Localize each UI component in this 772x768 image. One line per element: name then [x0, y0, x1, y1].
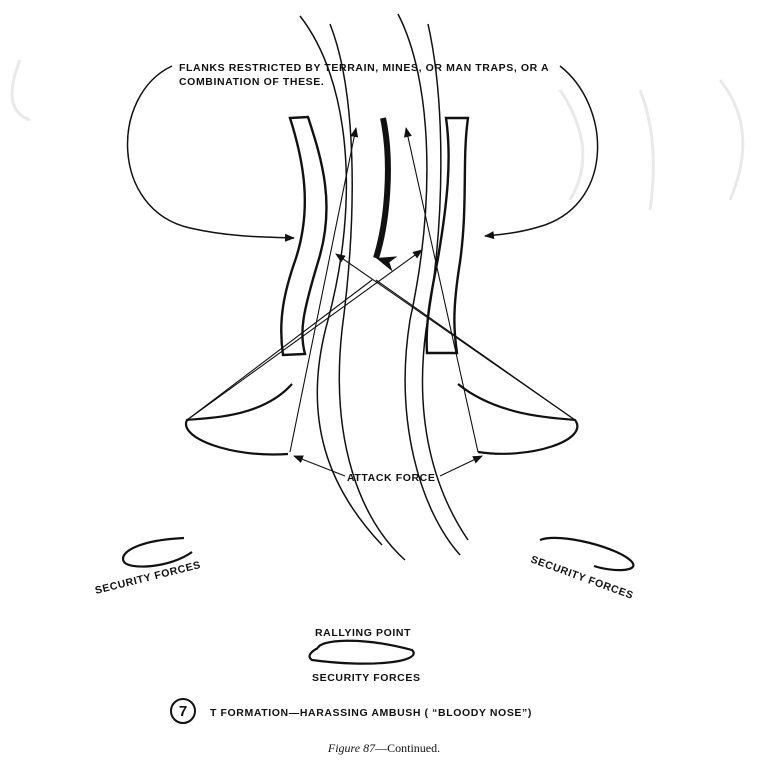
attack-force-right-pointer	[439, 455, 483, 477]
figure-number: 7	[179, 703, 187, 720]
flanks-label-line1: FLANKS RESTRICTED BY TERRAIN, MINES, OR …	[179, 62, 549, 74]
approach-line-1	[299, 15, 383, 546]
attack-force-label: ATTACK FORCE	[347, 472, 435, 484]
right-flank-band	[425, 116, 470, 355]
fields-of-fire	[186, 127, 576, 453]
bleed-through-texture	[10, 59, 745, 211]
figure-number-circle	[170, 698, 196, 724]
rallying-point-position	[308, 639, 415, 665]
security-forces-right-label: SECURITY FORCES	[529, 554, 635, 602]
enemy-direction-arrow	[373, 117, 398, 272]
attack-force-left-pointer	[293, 455, 346, 477]
rallying-point-label: RALLYING POINT	[315, 627, 411, 639]
approach-line-4	[421, 23, 469, 541]
security-forces-left-label: SECURITY FORCES	[94, 559, 202, 597]
security-forces-bottom-label: SECURITY FORCES	[312, 672, 421, 684]
attack-force-left-position	[184, 383, 293, 456]
figure-title: T FORMATION—HARASSING AMBUSH ( “BLOODY N…	[210, 707, 532, 719]
flanks-label-line2: COMBINATION OF THESE.	[179, 76, 324, 88]
right-flank-arrow	[484, 65, 599, 240]
left-flank-arrow	[126, 65, 295, 242]
left-flank-band	[280, 115, 328, 357]
approach-line-3	[397, 13, 461, 556]
figure-caption-suffix: —Continued.	[374, 741, 440, 755]
approach-line-2	[329, 23, 406, 561]
figure-caption: Figure 87—Continued.	[327, 741, 440, 755]
security-forces-right-position	[539, 536, 635, 572]
figure-caption-label: Figure 87	[327, 741, 376, 755]
security-forces-left-position	[121, 536, 193, 568]
attack-force-right-position	[457, 383, 579, 455]
